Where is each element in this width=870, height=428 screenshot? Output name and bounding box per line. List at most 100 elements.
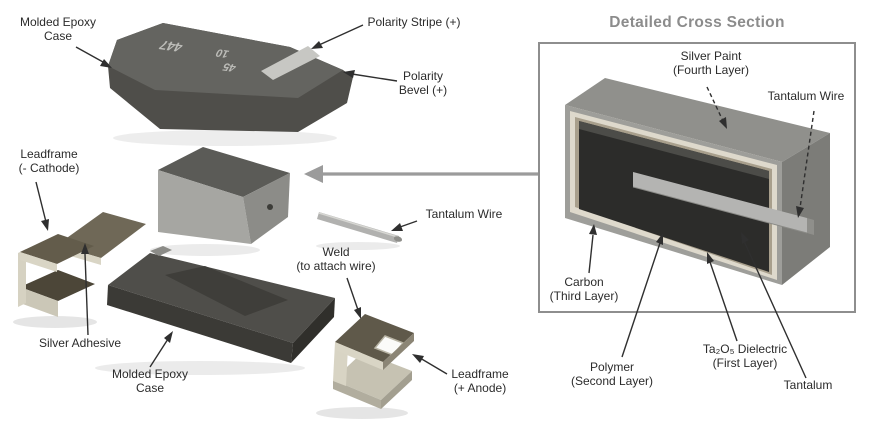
anode-bottom-edge bbox=[333, 380, 381, 409]
arrowhead bbox=[391, 223, 403, 231]
cs-wire-end-face bbox=[807, 218, 814, 235]
label-silver-paint: Silver Paint (Fourth Layer) bbox=[672, 49, 750, 77]
arrowhead bbox=[796, 206, 804, 218]
leadframe-cathode-part bbox=[18, 212, 146, 317]
leader-silver-adhesive bbox=[81, 243, 89, 336]
leader-line bbox=[621, 242, 661, 358]
case-marking: 10 bbox=[214, 46, 231, 59]
leader-line bbox=[149, 338, 169, 368]
anode-top-edge bbox=[335, 342, 383, 370]
arrowhead bbox=[412, 354, 424, 363]
leader-polarity-bevel bbox=[343, 70, 398, 82]
arrowhead bbox=[81, 243, 89, 254]
cross-section-panel-border bbox=[538, 42, 856, 313]
molded-epoxy-case-top-part: 447 10 45 bbox=[108, 23, 353, 132]
leader-leadframe-anode bbox=[412, 354, 448, 375]
element-right-face bbox=[243, 173, 290, 244]
explode-direction-arrow bbox=[304, 165, 538, 183]
cs-tantalum-wire-bar bbox=[633, 172, 807, 233]
arrowhead bbox=[656, 233, 663, 245]
arrowhead bbox=[741, 232, 749, 244]
label-molded-epoxy-case-top: Molded Epoxy Case bbox=[19, 15, 97, 43]
arrowhead bbox=[589, 224, 597, 235]
arrowhead bbox=[100, 59, 112, 68]
arrowhead bbox=[354, 307, 361, 319]
cathode-bottom-edge bbox=[20, 287, 58, 317]
molded-epoxy-case-bottom-part bbox=[107, 246, 335, 363]
arrowhead bbox=[311, 41, 323, 49]
anode-bottom-right-edge bbox=[381, 371, 412, 409]
leader-line bbox=[75, 46, 104, 63]
tray-right-face bbox=[291, 298, 335, 363]
label-weld: Weld (to attach wire) bbox=[296, 245, 376, 273]
tray-front-face bbox=[107, 285, 293, 363]
cathode-top-edge bbox=[20, 252, 57, 272]
leader-molded-epoxy-top bbox=[75, 46, 112, 68]
arrowhead bbox=[41, 219, 49, 231]
label-silver-adhesive: Silver Adhesive bbox=[38, 336, 122, 350]
label-leadframe-anode: Leadframe (+ Anode) bbox=[451, 367, 509, 395]
case-marking: 447 bbox=[157, 38, 185, 55]
leader-line bbox=[709, 261, 738, 342]
label-polarity-bevel: Polarity Bevel (+) bbox=[398, 69, 448, 97]
leader-line bbox=[706, 86, 724, 122]
leader-line bbox=[351, 73, 398, 82]
cs-right-face bbox=[782, 133, 830, 285]
polarity-stripe-shape bbox=[261, 46, 320, 80]
leader-ta2o5 bbox=[707, 252, 738, 342]
leadframe-anode-part bbox=[333, 314, 414, 409]
label-polarity-stripe: Polarity Stripe (+) bbox=[367, 15, 461, 29]
wire-shadow bbox=[316, 242, 400, 250]
case-shadow bbox=[113, 130, 337, 146]
wire-rod-body bbox=[317, 212, 399, 243]
big-arrow-head bbox=[304, 165, 323, 183]
label-molded-epoxy-case-bottom: Molded Epoxy Case bbox=[111, 367, 189, 395]
leader-carbon bbox=[588, 224, 597, 274]
leader-line bbox=[419, 357, 448, 375]
anode-top-right-edge bbox=[383, 333, 414, 370]
label-ta2o5-dielectric: Ta₂O₅ Dielectric (First Layer) bbox=[702, 342, 788, 370]
cs-wire-underline bbox=[632, 186, 808, 234]
tray-recess bbox=[165, 266, 288, 316]
case-top-face bbox=[108, 23, 343, 98]
cs-core-top-sheen bbox=[579, 121, 769, 179]
label-leadframe-cathode: Leadframe (- Cathode) bbox=[18, 147, 80, 175]
leader-tantalum-wire-cs bbox=[796, 110, 815, 218]
label-tantalum-wire-cs: Tantalum Wire bbox=[767, 89, 845, 103]
leader-leadframe-cathode bbox=[35, 181, 49, 231]
element-shadow bbox=[150, 244, 260, 256]
cathode-top-plate bbox=[20, 234, 94, 264]
wire-rod-highlight bbox=[318, 212, 399, 238]
leader-line bbox=[743, 240, 807, 379]
arrowhead bbox=[343, 70, 355, 78]
leader-molded-epoxy-bottom bbox=[149, 331, 173, 368]
leader-polymer bbox=[621, 233, 663, 358]
cathode-left-wall bbox=[18, 249, 26, 307]
wire-hole-dot bbox=[267, 204, 273, 210]
leader-line bbox=[318, 24, 364, 46]
case-marking: 45 bbox=[221, 60, 238, 73]
cathode-bottom-plate bbox=[20, 270, 95, 301]
capacitor-element bbox=[158, 147, 290, 244]
label-tantalum: Tantalum bbox=[783, 378, 833, 392]
arrowhead bbox=[164, 331, 173, 343]
leader-tantalum bbox=[741, 232, 807, 379]
cathode-shadow bbox=[13, 316, 97, 328]
leader-line bbox=[588, 234, 594, 274]
cs-top-face-silver-paint bbox=[565, 78, 830, 162]
label-carbon: Carbon (Third Layer) bbox=[549, 275, 619, 303]
leader-polarity-stripe bbox=[311, 24, 364, 49]
anode-bottom-plate bbox=[333, 352, 412, 400]
arrowhead bbox=[719, 117, 727, 129]
leader-weld bbox=[346, 277, 361, 319]
leader-line bbox=[346, 277, 359, 311]
arrowhead bbox=[707, 252, 714, 264]
cross-section-title: Detailed Cross Section bbox=[609, 14, 785, 31]
tray-shadow bbox=[95, 361, 305, 375]
label-tantalum-wire-exploded: Tantalum Wire bbox=[425, 207, 503, 221]
shadows bbox=[13, 130, 408, 419]
leader-line bbox=[35, 181, 47, 223]
element-top-face bbox=[158, 147, 290, 197]
